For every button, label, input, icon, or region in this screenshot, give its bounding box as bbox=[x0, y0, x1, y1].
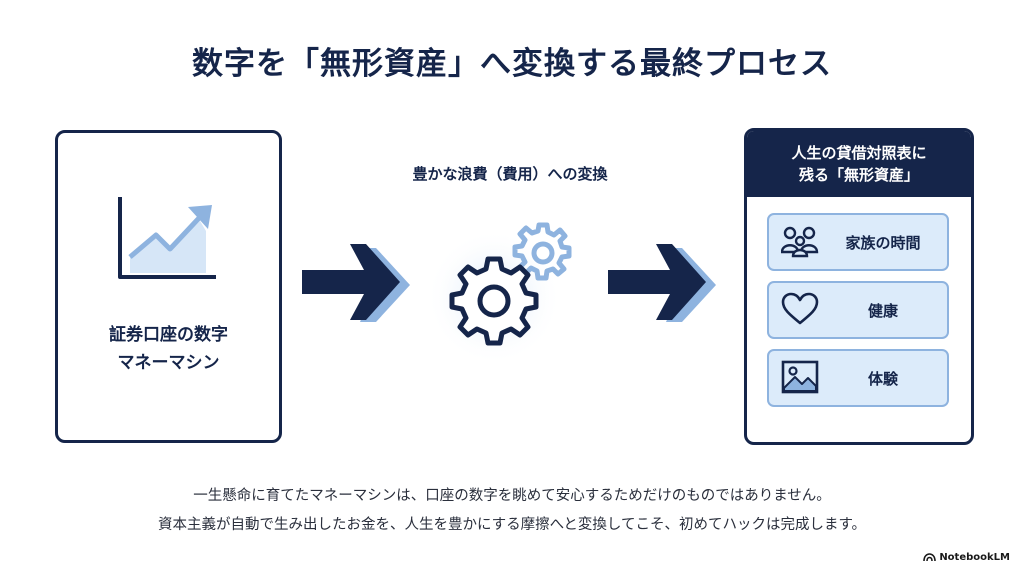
conversion-caption: 豊かな浪費（費用）への変換 bbox=[412, 165, 608, 183]
intangible-assets-header: 人生の貸借対照表に 残る「無形資産」 bbox=[747, 131, 971, 197]
brand-label: NotebookLM bbox=[939, 552, 1010, 563]
footer-line2: 資本主義が自動で生み出したお金を、人生を豊かにする摩擦へと変換してこそ、初めてハ… bbox=[157, 517, 867, 533]
rising-chart-icon bbox=[118, 197, 216, 279]
asset-item-experience: 体験 bbox=[767, 349, 949, 407]
family-icon bbox=[781, 226, 819, 258]
footer-text: 一生懸命に育てたマネーマシンは、口座の数字を眺めて安心するためだけのものではあり… bbox=[0, 482, 1024, 540]
money-machine-line2: マネーマシン bbox=[117, 353, 220, 373]
notebooklm-logo-icon bbox=[923, 553, 937, 562]
asset-item-family: 家族の時間 bbox=[767, 213, 949, 271]
asset-item-health: 健康 bbox=[767, 281, 949, 339]
arrow-right-icon bbox=[302, 244, 410, 322]
brand-watermark: NotebookLM bbox=[923, 552, 1010, 563]
asset-label-health: 健康 bbox=[867, 301, 898, 320]
asset-label-family: 家族の時間 bbox=[845, 233, 921, 252]
arrow-right-icon bbox=[608, 244, 716, 322]
asset-label-experience: 体験 bbox=[867, 369, 898, 388]
gears-icon bbox=[432, 222, 572, 365]
money-machine-label: 証券口座の数字 マネーマシン bbox=[58, 321, 279, 377]
page-title: 数字を「無形資産」へ変換する最終プロセス bbox=[192, 46, 832, 82]
money-machine-line1: 証券口座の数字 bbox=[109, 325, 228, 345]
money-machine-box: 証券口座の数字 マネーマシン bbox=[55, 130, 282, 443]
header-line1: 人生の貸借対照表に bbox=[791, 144, 927, 162]
heart-icon bbox=[781, 292, 819, 325]
footer-line1: 一生懸命に育てたマネーマシンは、口座の数字を眺めて安心するためだけのものではあり… bbox=[193, 488, 831, 504]
header-line2: 残る「無形資産」 bbox=[798, 166, 919, 184]
picture-icon bbox=[781, 360, 819, 394]
intangible-assets-box: 人生の貸借対照表に 残る「無形資産」 家族の時間 健康 体験 bbox=[744, 128, 974, 445]
